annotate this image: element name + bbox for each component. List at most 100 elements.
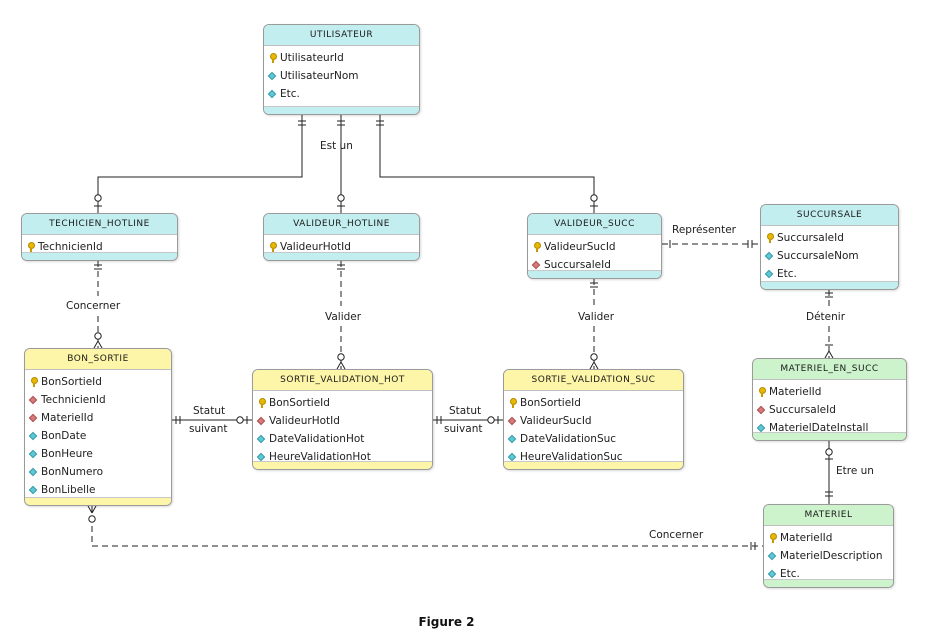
attribute-row: BonHeure <box>29 445 171 463</box>
attribute-name: BonLibelle <box>41 484 96 496</box>
attribute-name: UtilisateurNom <box>280 70 359 82</box>
entity-footer <box>22 252 177 260</box>
entity-title: MATERIEL_EN_SUCC <box>753 359 906 380</box>
attribute-name: SuccursaleId <box>777 232 844 244</box>
attribute-row: Etc. <box>268 85 419 103</box>
column-icon <box>29 467 38 477</box>
attribute-name: Etc. <box>777 268 797 280</box>
cardinality-circle <box>337 194 345 202</box>
primary-key-icon <box>257 398 266 408</box>
attribute-row: SuccursaleId <box>757 401 906 419</box>
attribute-name: TechnicienId <box>41 394 106 406</box>
cardinality-circle <box>88 515 96 523</box>
cardinality-bar <box>824 350 830 359</box>
attribute-name: BonSortieId <box>520 397 581 409</box>
column-icon <box>29 485 38 495</box>
column-icon <box>268 71 277 81</box>
attribute-row: SuccursaleId <box>765 229 898 247</box>
entity-footer <box>753 432 906 440</box>
foreign-key-icon <box>29 413 38 423</box>
foreign-key-icon <box>508 416 517 426</box>
entity-footer <box>504 461 683 469</box>
column-icon <box>257 434 266 444</box>
entity-footer <box>264 106 419 114</box>
attribute-row: BonSortieId <box>257 394 432 412</box>
cardinality-circle <box>825 448 833 456</box>
primary-key-icon <box>26 242 35 252</box>
entity-title: VALIDEUR_HOTLINE <box>264 214 419 235</box>
attribute-row: TechnicienId <box>29 391 171 409</box>
entity-footer <box>761 281 898 289</box>
foreign-key-icon <box>29 395 38 405</box>
cardinality-bar <box>97 340 103 349</box>
entity-title: SORTIE_VALIDATION_SUC <box>504 370 683 391</box>
attribute-name: MaterielId <box>780 532 833 544</box>
primary-key-icon <box>768 533 777 543</box>
cardinality-circle <box>94 194 102 202</box>
entity-footer <box>25 497 171 505</box>
rel-util-valsucc <box>379 115 595 213</box>
attribute-row: Etc. <box>765 265 898 283</box>
entity-title: UTILISATEUR <box>264 25 419 46</box>
attribute-row: ValideurHotId <box>268 238 419 256</box>
cardinality-circle <box>487 416 495 424</box>
cardinality-circle <box>94 332 102 340</box>
column-icon <box>268 89 277 99</box>
entity-valideur-hotline: VALIDEUR_HOTLINE ValideurHotId <box>263 213 420 261</box>
attribute-name: BonSortieId <box>41 376 102 388</box>
entity-title: SORTIE_VALIDATION_HOT <box>253 370 432 391</box>
attribute-name: ValideurHotId <box>280 241 351 253</box>
attribute-row: MaterielDateInstall <box>757 419 906 437</box>
attribute-row: HeureValidationSuc <box>508 448 683 466</box>
column-icon <box>508 434 517 444</box>
foreign-key-icon <box>757 405 766 415</box>
attribute-row: HeureValidationHot <box>257 448 432 466</box>
label-suivant-1: suivant <box>189 423 228 435</box>
attribute-list: TechnicienId <box>22 235 177 256</box>
attribute-name: MaterielDescription <box>780 550 883 562</box>
primary-key-icon <box>508 398 517 408</box>
entity-title: VALIDEUR_SUCC <box>528 214 661 235</box>
column-icon <box>765 251 774 261</box>
attribute-name: BonNumero <box>41 466 103 478</box>
attribute-row: SuccursaleNom <box>765 247 898 265</box>
attribute-row: BonDate <box>29 427 171 445</box>
attribute-name: UtilisateurId <box>280 52 344 64</box>
cardinality-bar <box>589 361 595 370</box>
attribute-name: SuccursaleNom <box>777 250 859 262</box>
attribute-name: DateValidationHot <box>269 433 365 445</box>
attribute-name: SuccursaleId <box>544 259 611 271</box>
attribute-row: UtilisateurId <box>268 49 419 67</box>
column-icon <box>768 569 777 579</box>
label-concerner-2: Concerner <box>649 529 704 541</box>
cardinality-bar <box>93 340 99 349</box>
figure-caption: Figure 2 <box>418 615 475 629</box>
cardinality-bar <box>828 350 834 359</box>
attribute-row: ValideurHotId <box>257 412 432 430</box>
attribute-name: MaterielId <box>41 412 94 424</box>
rel-util-tech <box>97 115 303 213</box>
attribute-row: UtilisateurNom <box>268 67 419 85</box>
cardinality-bar <box>593 361 599 370</box>
cardinality-bar <box>340 361 346 370</box>
attribute-row: BonNumero <box>29 463 171 481</box>
attribute-row: Etc. <box>768 565 893 583</box>
primary-key-icon <box>765 233 774 243</box>
label-est-un: Est un <box>320 140 353 152</box>
attribute-name: MaterielId <box>769 386 822 398</box>
attribute-name: ValideurSucId <box>520 415 592 427</box>
primary-key-icon <box>532 242 541 252</box>
attribute-row: BonLibelle <box>29 481 171 499</box>
